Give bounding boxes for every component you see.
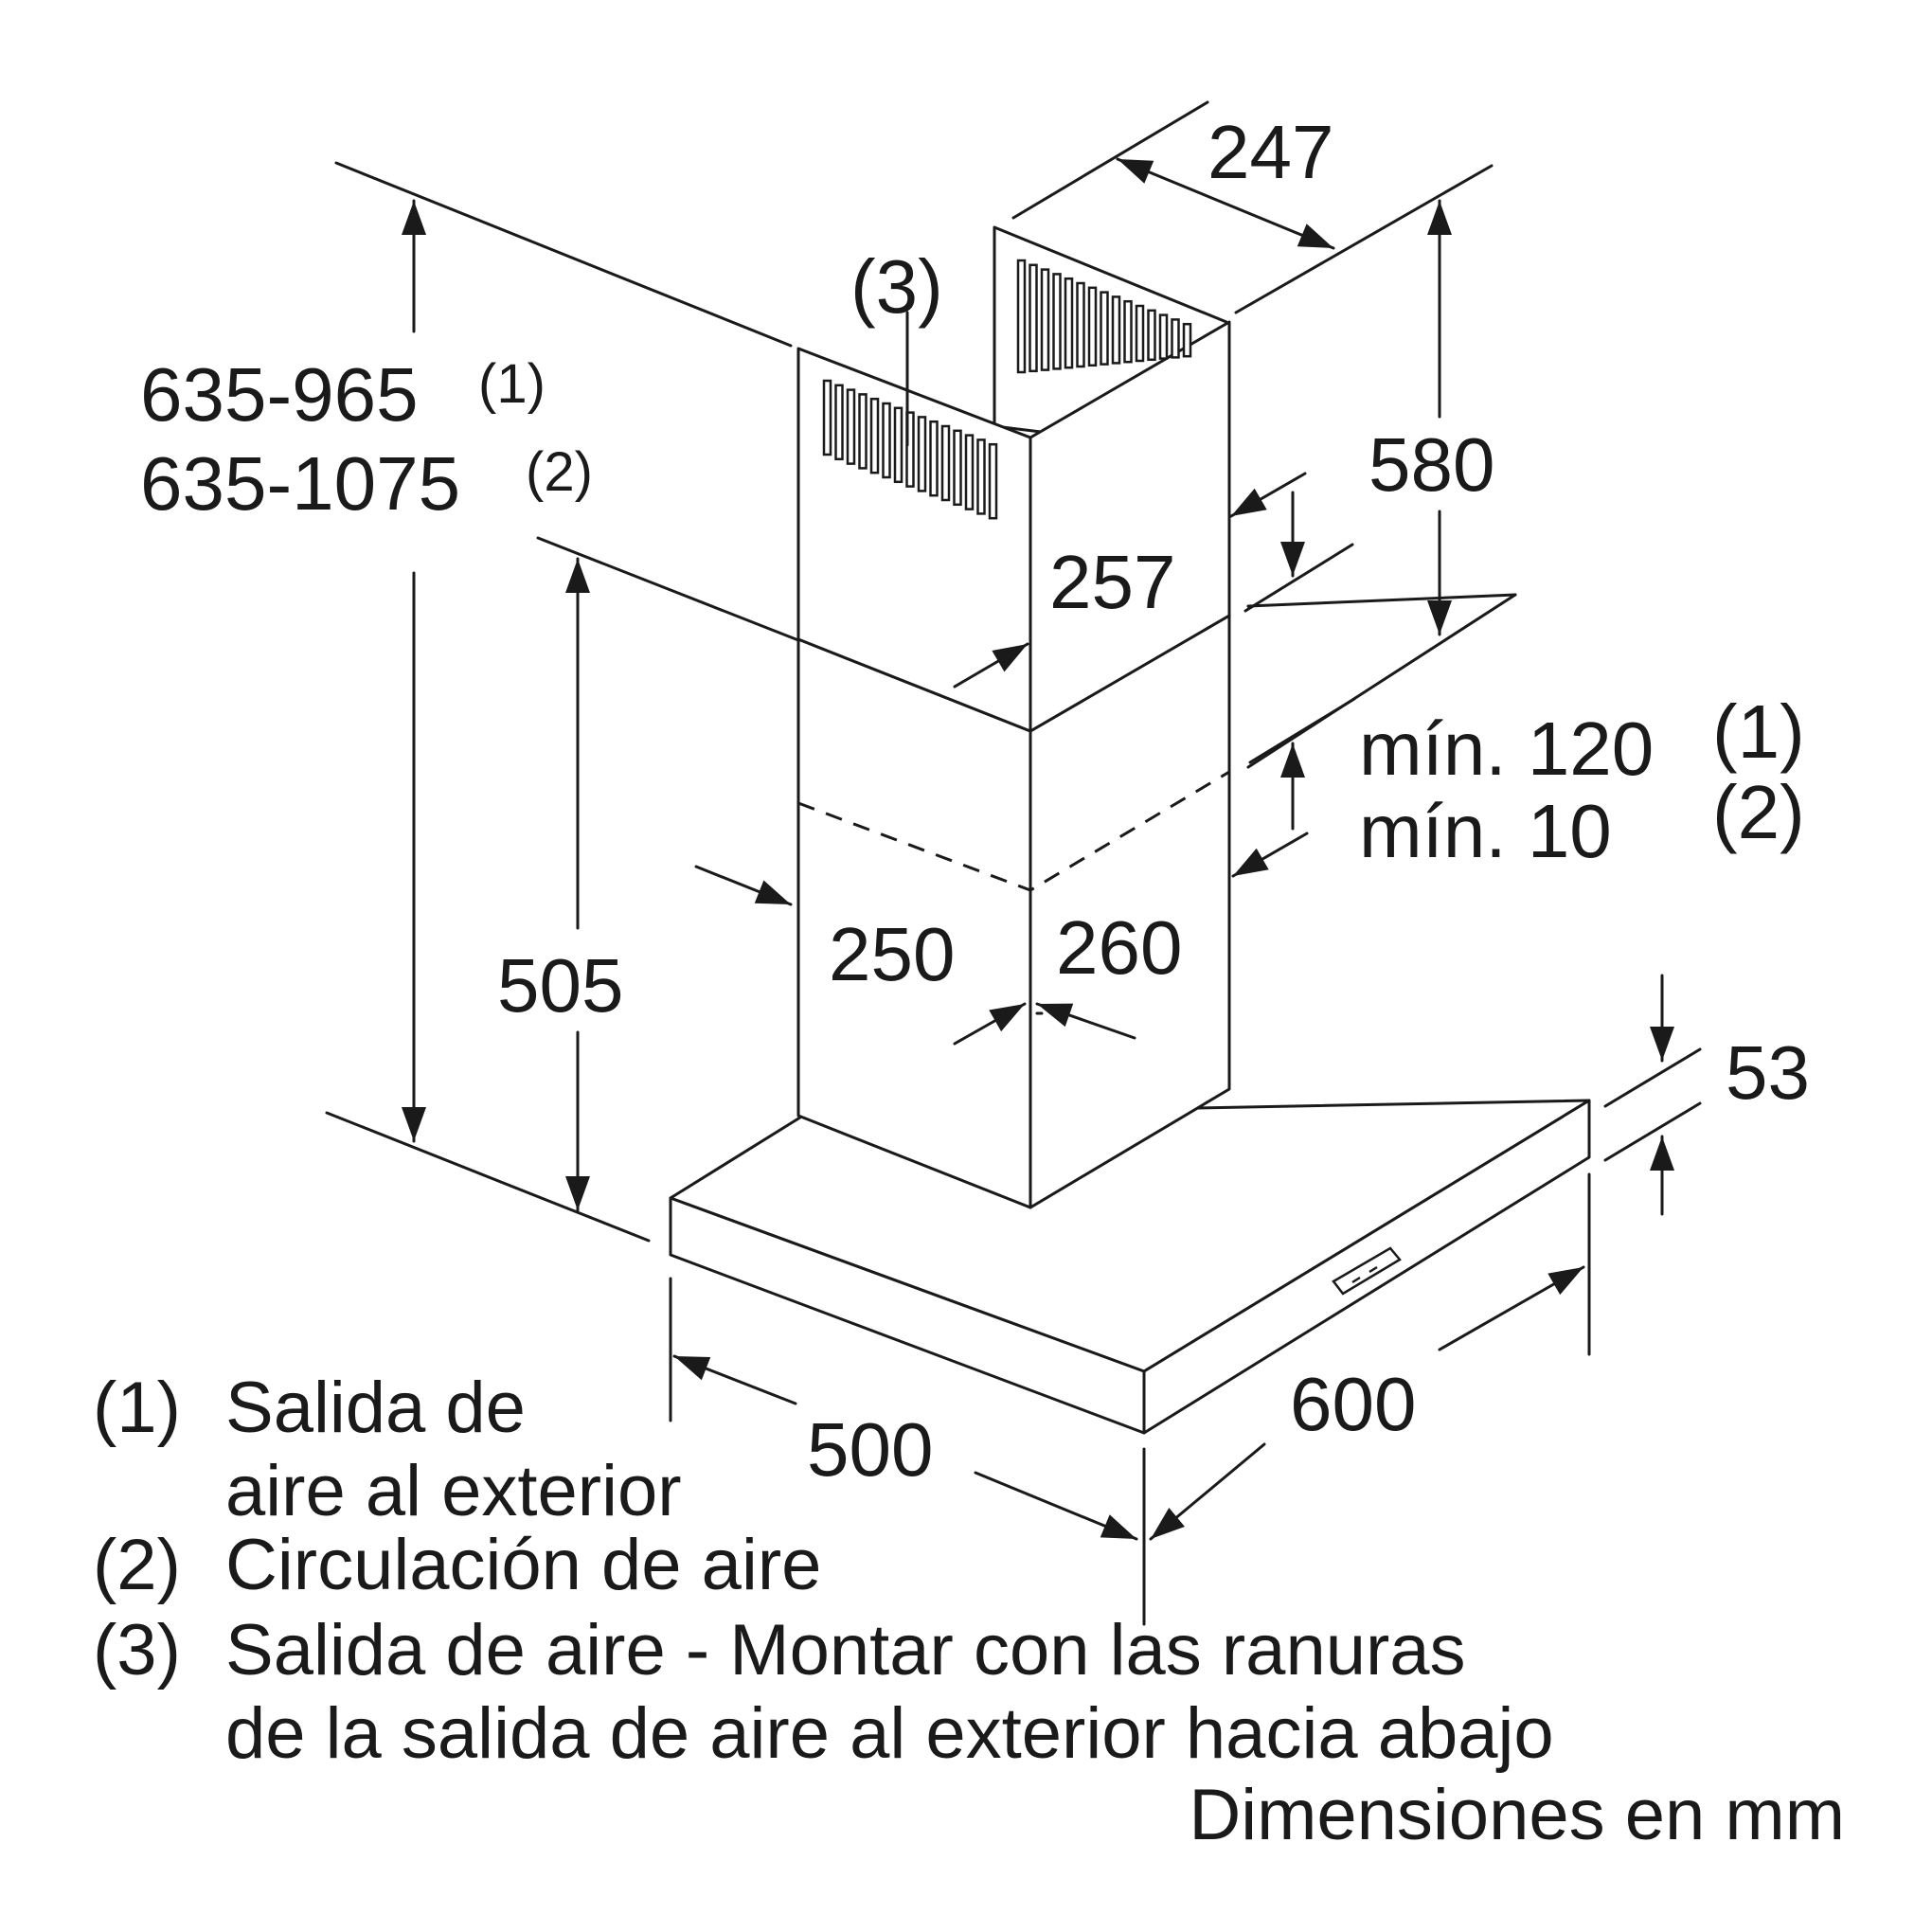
legend-marker-1: (1) xyxy=(93,1368,181,1448)
dim-canopy-width: 600 xyxy=(1290,1362,1416,1446)
lower-depth-arrow-right-head xyxy=(1037,1003,1074,1028)
slot xyxy=(964,434,975,510)
canopy-depth-arrow-right-head xyxy=(1100,1514,1136,1539)
lower-height-arrow-bottom-head xyxy=(565,1176,590,1210)
overlap-arrow-lower-up-head xyxy=(1280,743,1305,778)
slot xyxy=(1052,273,1062,370)
dim-min-overlap-1: mín. 120 xyxy=(1359,707,1654,791)
total-height-arrow-bottom-head xyxy=(402,1107,426,1141)
control-panel xyxy=(1332,1246,1402,1296)
dim-total-height-2-marker: (2) xyxy=(526,441,593,503)
legend: (1) Salida de aire al exterior (2) Circu… xyxy=(93,1368,1845,1855)
slot xyxy=(940,424,951,502)
legend-text-3-line-1: Salida de aire - Montar con las ranuras xyxy=(225,1610,1466,1690)
slot xyxy=(882,402,891,479)
upper-chimney xyxy=(796,225,1231,733)
dim-min-overlap-2: mín. 10 xyxy=(1359,789,1612,873)
slot xyxy=(953,429,962,507)
slot xyxy=(929,420,939,497)
upper-width-arrow-head xyxy=(992,644,1028,672)
slot xyxy=(1158,313,1169,360)
slot xyxy=(1029,263,1038,373)
upper-height-arrow-top-head xyxy=(1427,201,1452,235)
canopy-thickness-arrow-bottom-head xyxy=(1650,1136,1674,1171)
dim-total-height-1: 635-965 xyxy=(140,352,419,437)
slot xyxy=(1064,277,1074,369)
canopy xyxy=(669,1099,1591,1435)
slot xyxy=(1147,309,1156,362)
slot xyxy=(1087,286,1098,367)
slot xyxy=(1111,295,1121,365)
slot xyxy=(822,379,832,456)
slot xyxy=(846,388,856,465)
dim-total-height-2: 635-1075 xyxy=(140,441,460,526)
dim-chimney-lower-depth: 260 xyxy=(1056,905,1182,990)
overlap-arrow-upper-left-head xyxy=(1231,488,1267,516)
lower-depth-arrow-left-head xyxy=(989,1004,1025,1032)
air-outlet-slots-back xyxy=(1016,259,1192,374)
slot xyxy=(1123,299,1133,364)
slot xyxy=(1040,268,1050,371)
upper-depth-arrow-line xyxy=(1116,157,1335,250)
overlap-arrow-upper-down-head xyxy=(1280,542,1305,576)
slot xyxy=(1016,259,1027,374)
legend-text-1-line-2: aire al exterior xyxy=(225,1451,682,1531)
canopy-width-arrow-right-head xyxy=(1547,1267,1583,1296)
legend-text-2-line-1: Circulación de aire xyxy=(225,1525,821,1605)
canopy-depth-arrow-left-head xyxy=(674,1356,711,1381)
dim-total-height-1-marker: (1) xyxy=(478,353,546,415)
dimension-arrows xyxy=(402,157,1674,1541)
dim-chimney-upper-height: 580 xyxy=(1368,422,1494,507)
slot xyxy=(893,406,903,484)
slot xyxy=(976,438,986,515)
dim-chimney-upper-width: 257 xyxy=(1049,540,1175,624)
upper-depth-arrow-head-end xyxy=(1297,224,1333,248)
slot xyxy=(917,416,927,492)
air-outlet-slots-left xyxy=(822,379,998,520)
dim-min-overlap-1-marker: (1) xyxy=(1712,689,1805,774)
marker-3-label: (3) xyxy=(850,244,943,329)
dim-canopy-depth: 500 xyxy=(807,1407,933,1492)
slot xyxy=(1182,322,1192,358)
canopy-width-arrow-left-head xyxy=(1151,1507,1185,1539)
canopy-thickness-arrow-top-head xyxy=(1650,1027,1674,1061)
slot xyxy=(1135,304,1145,363)
extension-lines xyxy=(325,100,1702,1626)
units-note: Dimensiones en mm xyxy=(1189,1775,1845,1855)
total-height-arrow-top-head xyxy=(402,201,426,235)
legend-text-3-line-2: de la salida de aire al exterior hacia a… xyxy=(225,1693,1554,1774)
lower-height-arrow-top-head xyxy=(565,559,590,593)
slot xyxy=(1076,281,1085,368)
dim-canopy-thickness: 53 xyxy=(1726,1030,1810,1115)
dim-min-overlap-2-marker: (2) xyxy=(1712,770,1805,854)
slot xyxy=(869,397,880,474)
overlap-arrow-lower-left-head xyxy=(1233,848,1269,876)
slot xyxy=(905,411,915,488)
legend-text-1-line-1: Salida de xyxy=(225,1368,526,1448)
dimension-labels: 635-965 (1) 635-1075 (2) (3) 247 580 257… xyxy=(140,110,1810,1492)
dim-chimney-upper-depth: 247 xyxy=(1208,110,1333,194)
upper-height-arrow-bottom-head xyxy=(1427,600,1452,635)
legend-marker-2: (2) xyxy=(93,1525,181,1605)
overlap-limit-line xyxy=(797,770,1230,892)
canopy-right-face xyxy=(1142,1099,1591,1435)
slot xyxy=(1100,291,1109,366)
slot xyxy=(988,442,998,520)
slot xyxy=(858,393,868,470)
slot xyxy=(1171,318,1180,359)
slot xyxy=(834,384,844,461)
legend-marker-3: (3) xyxy=(93,1610,181,1690)
lower-width-arrow-head xyxy=(754,880,791,904)
dim-chimney-lower-width: 250 xyxy=(829,912,955,996)
upper-chimney-right-face xyxy=(1029,320,1231,733)
lower-chimney xyxy=(796,614,1231,1209)
dim-chimney-lower-height: 505 xyxy=(497,943,623,1028)
upper-depth-arrow-head-start xyxy=(1118,159,1154,184)
